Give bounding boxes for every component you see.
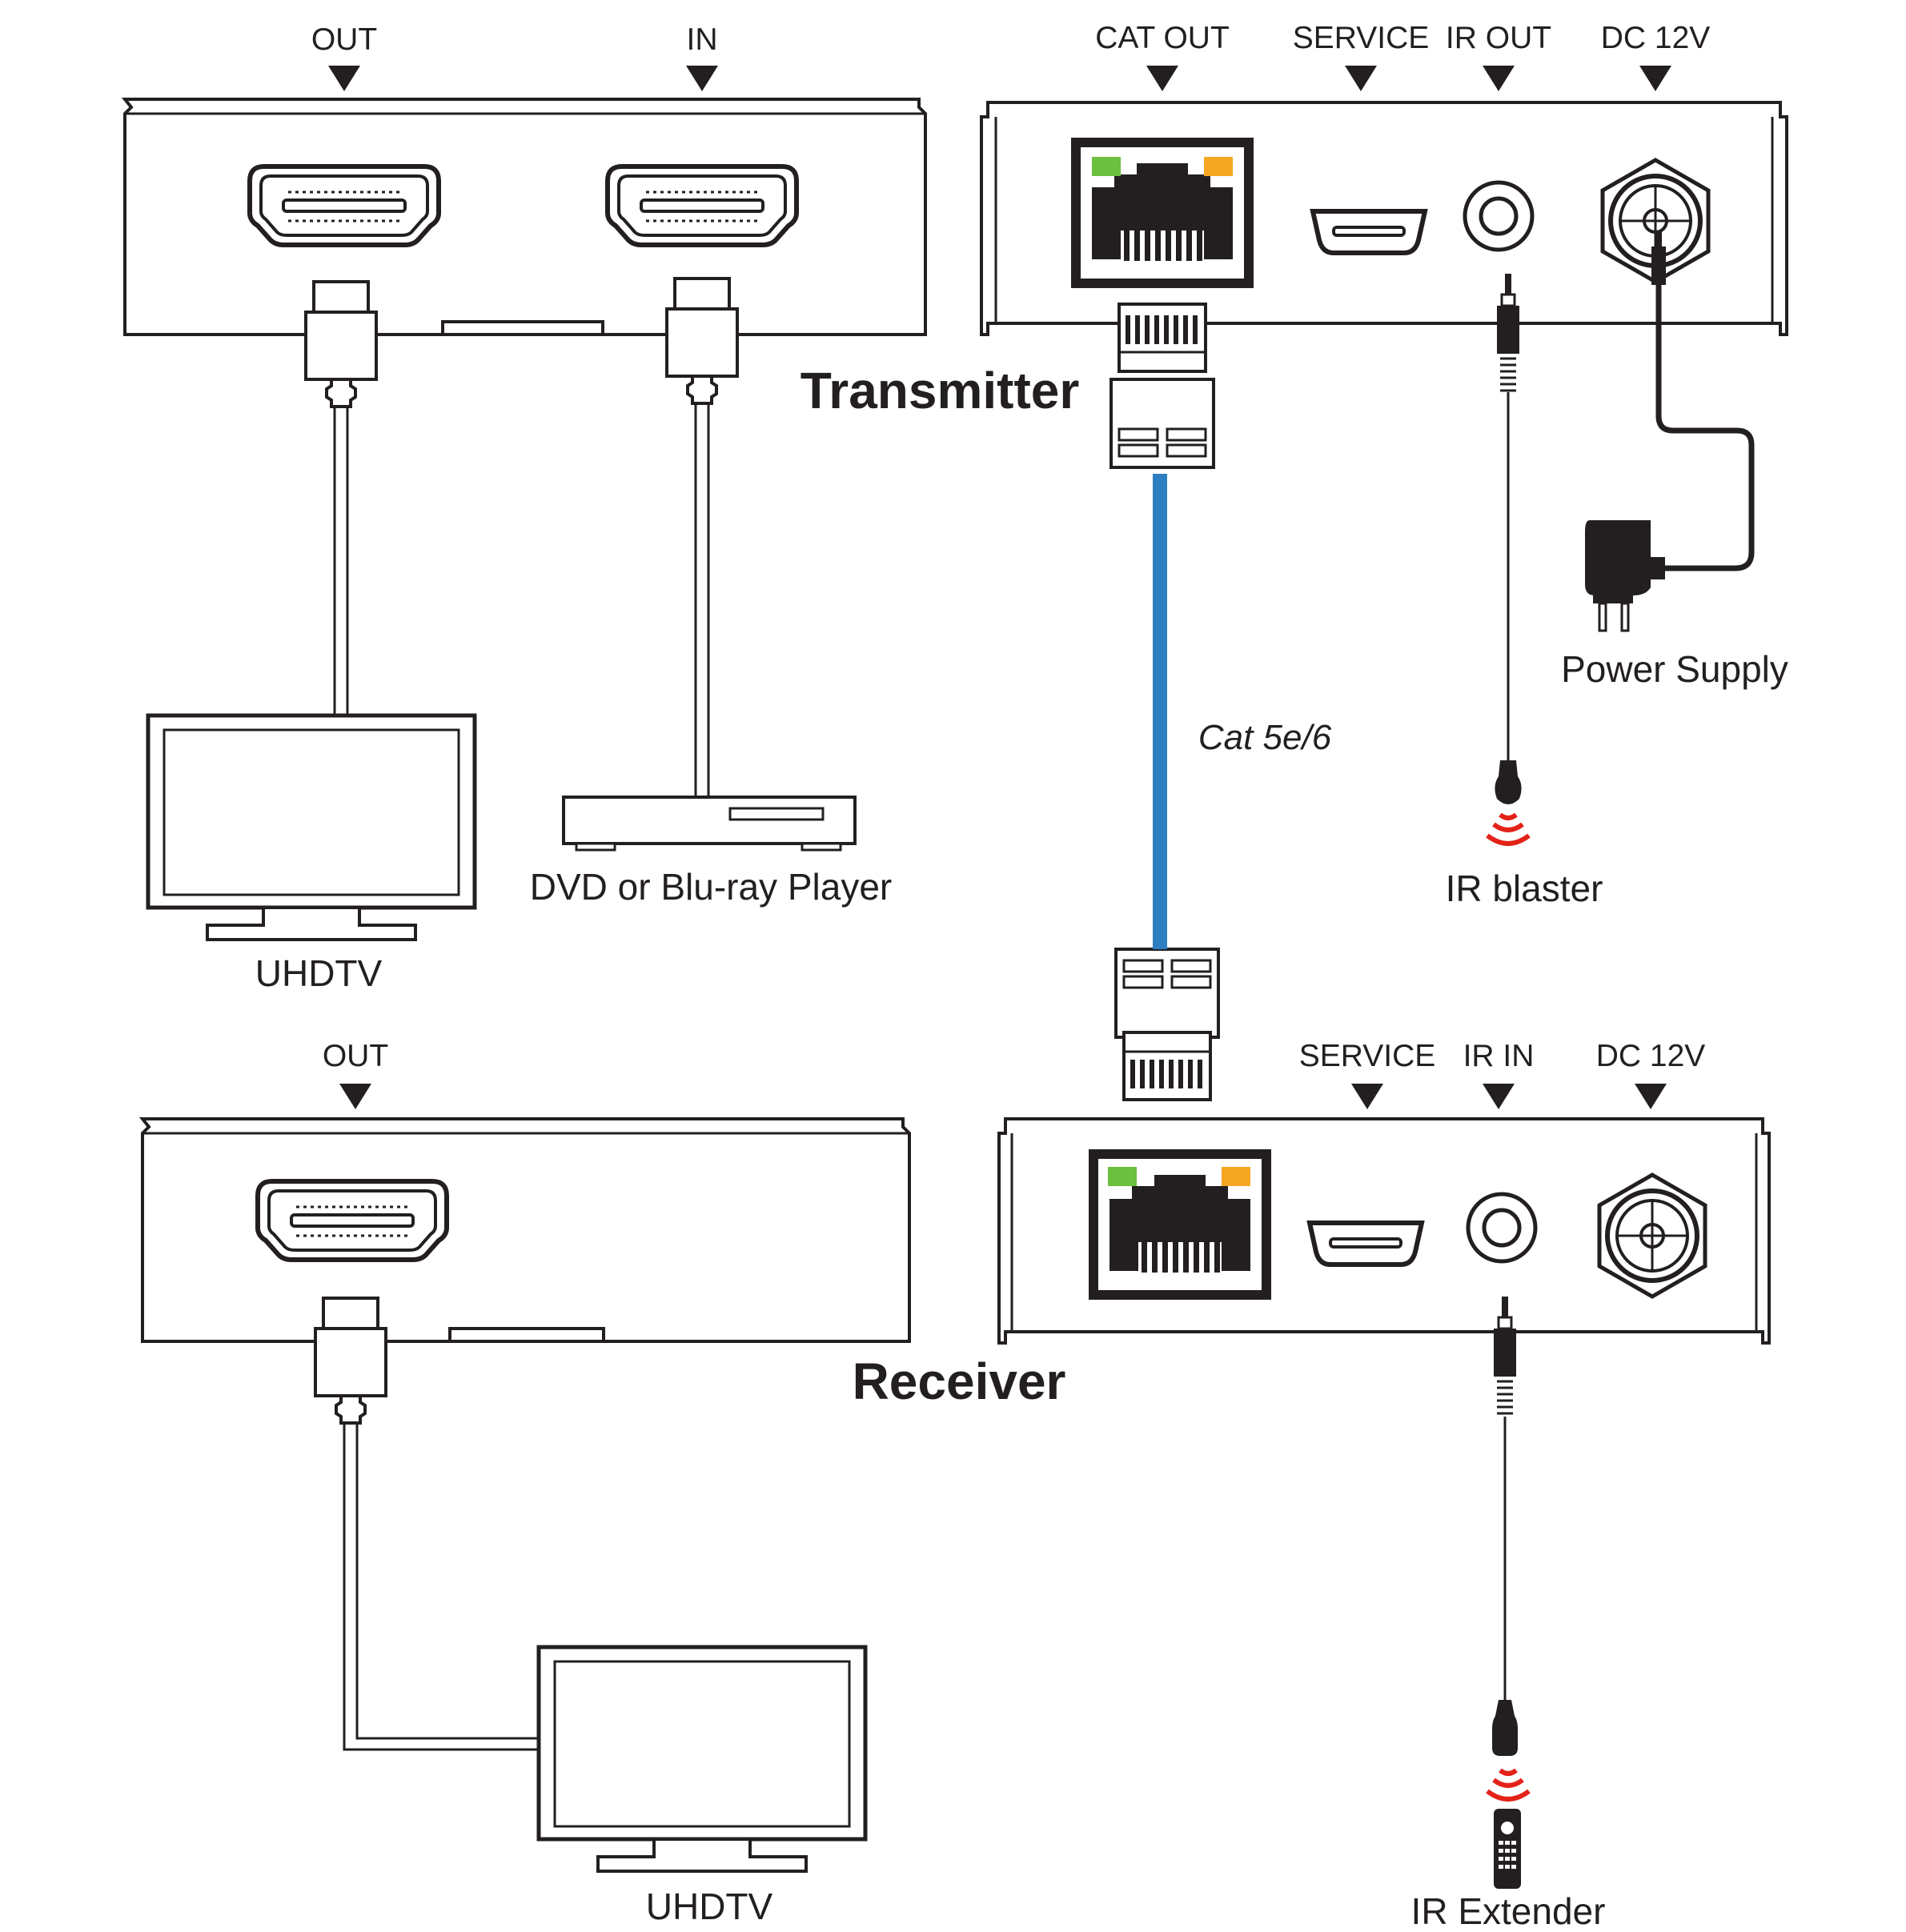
led-green	[1108, 1167, 1137, 1186]
device-label-player: DVD or Blu-ray Player	[530, 866, 892, 908]
led-amber	[1204, 157, 1233, 176]
port-label-service: SERVICE	[1293, 21, 1430, 55]
port-label-ir-out: IR OUT	[1446, 21, 1551, 55]
transmitter-back-panel: CAT OUT SERVICE IR OUT DC 12V	[980, 21, 1788, 336]
port-label-dc: DC 12V	[1596, 1039, 1706, 1073]
arrow-down-icon	[686, 66, 718, 91]
ir-emitter-head	[1495, 760, 1522, 804]
arrow-down-icon	[1639, 66, 1671, 91]
remote-control-icon	[1494, 1809, 1521, 1889]
hdmi-out-port	[250, 166, 439, 245]
hdmi-plug	[304, 280, 378, 408]
device-label-ir-extender: IR Extender	[1411, 1890, 1606, 1932]
unit-title-receiver: Receiver	[853, 1353, 1066, 1410]
arrow-down-icon	[1351, 1084, 1383, 1109]
cat-cable	[1109, 303, 1220, 1101]
arrow-down-icon	[1483, 66, 1515, 91]
receiver-back-panel: SERVICE IR IN DC 12V	[997, 1039, 1771, 1345]
receiver-front-panel: OUT	[138, 1039, 911, 1343]
rj45-contacts	[1118, 303, 1207, 373]
port-label-out: OUT	[323, 1039, 388, 1073]
port-label-ir-in: IR IN	[1463, 1039, 1535, 1073]
ir-receiver-head	[1492, 1700, 1518, 1756]
ir-in-port	[1468, 1194, 1535, 1261]
hdmi-plug	[665, 277, 739, 405]
port-label-in: IN	[687, 22, 718, 57]
port-label-cat-out: CAT OUT	[1095, 21, 1230, 55]
power-adapter-icon	[1585, 520, 1651, 595]
transmitter-front-panel: OUT IN	[121, 22, 927, 336]
service-port	[1310, 1223, 1422, 1265]
hdmi-in-port	[608, 166, 797, 245]
uhdtv-icon	[148, 715, 475, 940]
hdmi-out-port	[258, 1181, 447, 1260]
uhdtv-icon	[539, 1647, 865, 1871]
led-green	[1092, 157, 1121, 176]
device-label-uhdtv-bottom: UHDTV	[646, 1886, 773, 1927]
dvd-player-icon	[562, 796, 857, 852]
service-port	[1313, 211, 1425, 253]
arrow-down-icon	[1635, 1084, 1667, 1109]
ir-signal-icon	[1487, 815, 1529, 844]
rj45-plug-icon	[1114, 948, 1220, 1039]
cable-label-cat: Cat 5e/6	[1198, 718, 1332, 757]
ir-extender-cable	[1487, 1295, 1529, 1889]
arrow-down-icon	[339, 1084, 371, 1109]
device-label-ir-blaster: IR blaster	[1446, 868, 1603, 909]
hdmi-plug	[314, 1297, 387, 1425]
rj45-plug-icon	[1109, 378, 1215, 469]
arrow-down-icon	[1146, 66, 1178, 91]
device-label-uhdtv: UHDTV	[255, 952, 383, 994]
port-label-service: SERVICE	[1299, 1039, 1436, 1073]
device-label-power-supply: Power Supply	[1561, 648, 1788, 690]
power-supply-cable	[1585, 232, 1755, 632]
arrow-down-icon	[1345, 66, 1377, 91]
led-amber	[1222, 1167, 1250, 1186]
arrow-down-icon	[1483, 1084, 1515, 1109]
unit-title-transmitter: Transmitter	[801, 362, 1080, 419]
port-label-dc: DC 12V	[1601, 21, 1711, 55]
arrow-down-icon	[328, 66, 360, 91]
hdmi-cable-to-tv	[304, 280, 378, 715]
port-label-out: OUT	[311, 22, 377, 57]
hdmi-cable-to-player	[665, 277, 739, 797]
cat-cable-line	[1153, 474, 1167, 946]
ir-out-port	[1465, 182, 1532, 250]
rj45-contacts	[1122, 1031, 1212, 1101]
hdmi-cable-to-tv	[314, 1297, 538, 1751]
ir-signal-icon	[1487, 1770, 1529, 1799]
ir-blaster-cable	[1487, 272, 1529, 844]
